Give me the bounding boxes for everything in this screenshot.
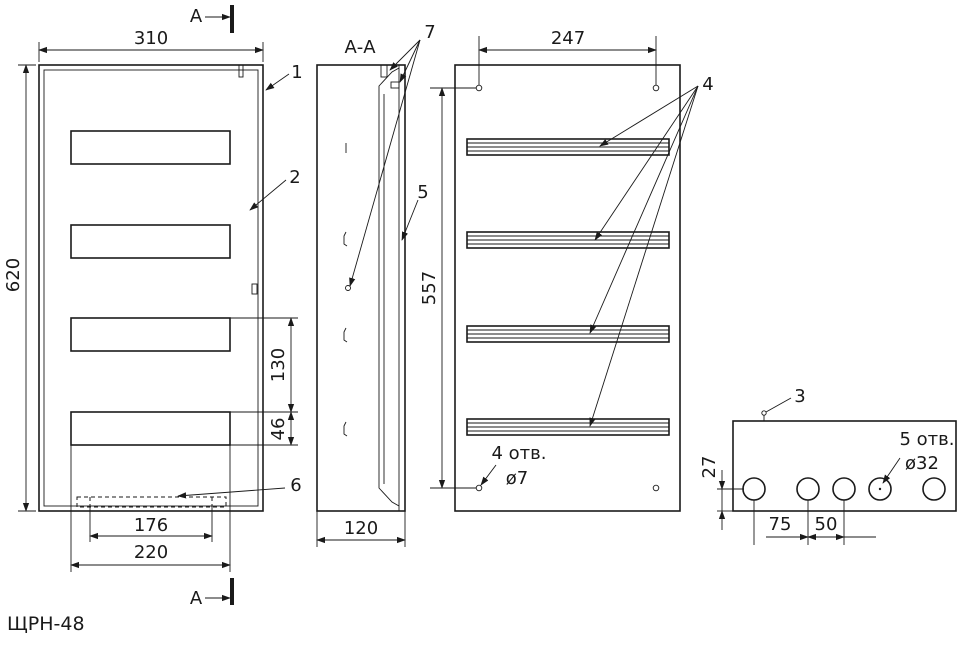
section-title: А-А [344, 37, 376, 58]
enclosure-outline [38, 64, 264, 512]
din-rail-2 [466, 231, 670, 249]
dim-220: 220 [134, 542, 168, 563]
module-window-4 [70, 411, 231, 446]
din-rail-3 [466, 325, 670, 343]
callout-7: 7 [424, 22, 435, 43]
knockout [922, 477, 946, 501]
dim-75: 75 [769, 514, 792, 535]
holes-count-note: 4 отв. [491, 443, 546, 464]
section-mark-top: А [190, 6, 203, 27]
callout-1: 1 [291, 62, 302, 83]
door-profile [378, 67, 400, 507]
dim-176: 176 [134, 515, 168, 536]
din-rail-4 [466, 418, 670, 436]
door-latch [238, 64, 244, 78]
section-view: А-А 120 7 5 [316, 22, 436, 547]
dim-46: 46 [268, 418, 289, 441]
dim-620: 620 [3, 258, 24, 292]
knockouts-diameter-note: ø32 [905, 453, 939, 474]
section-mark-bottom: А [190, 588, 203, 609]
model-caption: ЩРН-48 [7, 613, 85, 635]
mount-hole [652, 484, 660, 492]
mount-hole [475, 84, 483, 92]
mount-rail [76, 496, 227, 508]
door-outline [43, 69, 259, 507]
front-view: 310 620 130 46 176 220 А А 1 2 [3, 5, 303, 609]
mount-hole [475, 484, 483, 492]
dim-130: 130 [268, 348, 289, 382]
knockout [868, 477, 892, 501]
door-lock [251, 283, 258, 295]
dim-27: 27 [699, 456, 720, 479]
module-window-2 [70, 224, 231, 259]
dim-120: 120 [344, 518, 378, 539]
module-window-3 [70, 317, 231, 352]
bottom-outline [732, 420, 957, 512]
callout-6: 6 [290, 475, 301, 496]
callout-5-section: 5 [417, 182, 428, 203]
holes-diameter-note: ø7 [506, 468, 528, 489]
dim-50: 50 [815, 514, 838, 535]
din-rail-1 [466, 138, 670, 156]
module-window-1 [70, 130, 231, 165]
back-outline [454, 64, 681, 512]
dim-247: 247 [551, 28, 585, 49]
callout-2: 2 [289, 167, 300, 188]
knockout [742, 477, 766, 501]
knockouts-count-note: 5 отв. [899, 429, 954, 450]
callout-3: 3 [794, 386, 805, 407]
bottom-view: 3 5 отв. ø32 27 75 50 [699, 386, 957, 545]
knockout [796, 477, 820, 501]
section-outline [316, 64, 406, 512]
dim-310: 310 [134, 28, 168, 49]
mount-hole [652, 84, 660, 92]
dim-557: 557 [419, 271, 440, 305]
knockout [832, 477, 856, 501]
callout-4: 4 [702, 74, 713, 95]
back-view: 247 557 4 отв. ø7 4 5 [419, 28, 714, 512]
